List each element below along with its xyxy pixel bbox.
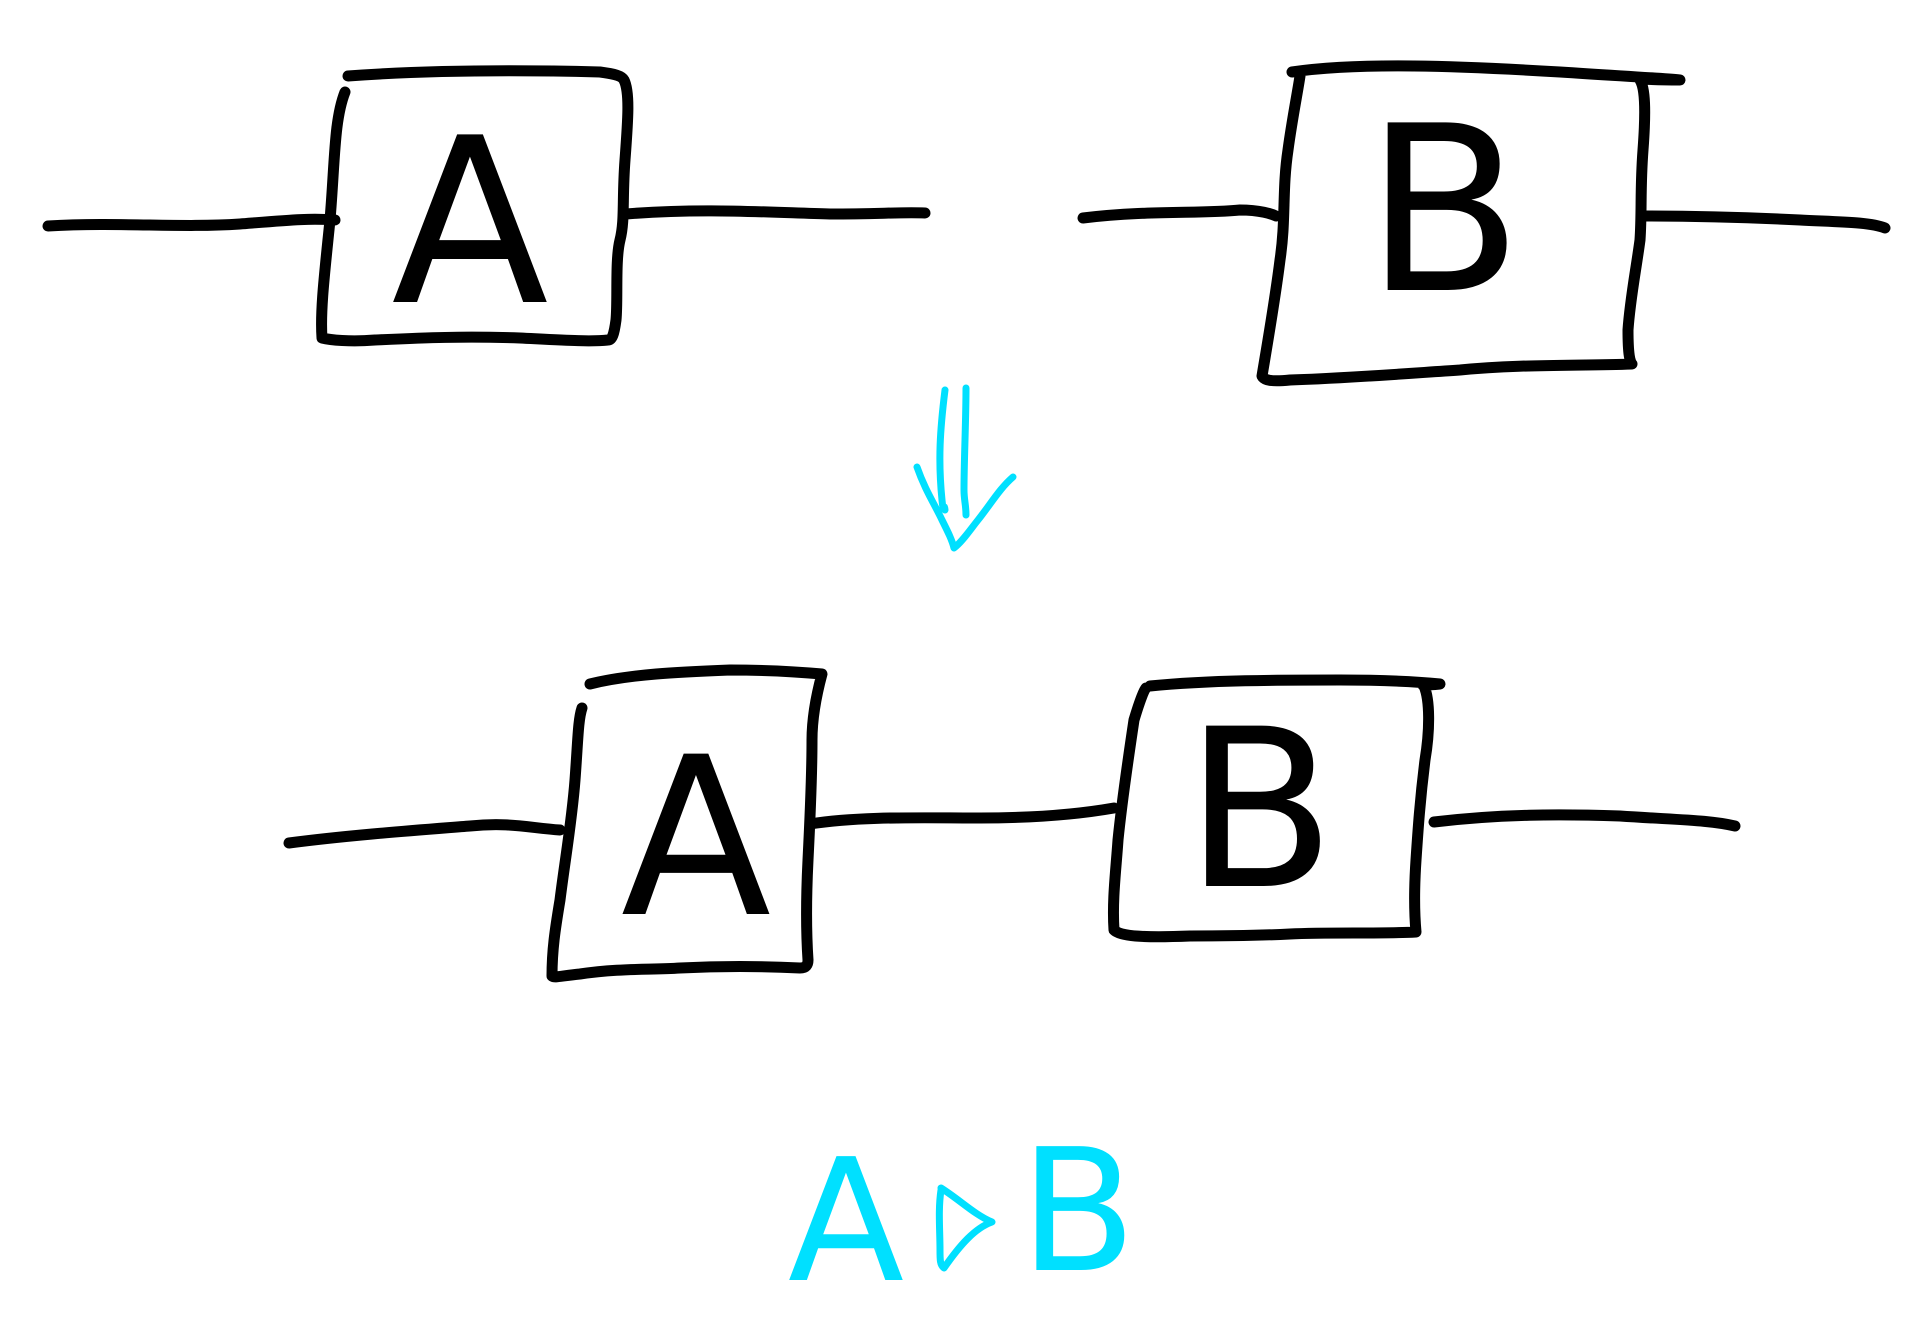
- top-box-b-label: B: [1365, 78, 1523, 345]
- arrow-shaft-left: [936, 386, 949, 514]
- double-down-arrow-icon: [913, 384, 1017, 552]
- arrow-head: [913, 463, 1017, 552]
- bottom-box-a: [546, 664, 828, 983]
- top-row: A B: [42, 60, 1891, 387]
- top-box-a-label: A: [391, 90, 548, 357]
- arrow-shaft-right: [960, 384, 970, 519]
- bottom-a-input-wire: [283, 819, 566, 849]
- bottom-box-b: [1107, 674, 1446, 943]
- bottom-box-b-label: B: [1185, 682, 1336, 938]
- bottom-box-a-label: A: [621, 710, 772, 966]
- top-box-b: [1256, 60, 1686, 387]
- bottom-b-output-wire: [1428, 809, 1741, 832]
- top-box-a: [316, 65, 634, 347]
- caption: A B: [788, 1113, 1136, 1321]
- top-a-output-wire: [620, 205, 931, 220]
- caption-left-label: A: [788, 1123, 904, 1321]
- triangle-right-icon: [935, 1184, 996, 1272]
- caption-right-label: B: [1020, 1113, 1137, 1311]
- top-a-input-wire: [42, 213, 341, 232]
- top-b-input-wire: [1077, 204, 1282, 224]
- bottom-wire-a-to-b: [804, 802, 1120, 830]
- top-b-output-wire: [1636, 210, 1891, 234]
- bottom-row: A B: [283, 664, 1741, 983]
